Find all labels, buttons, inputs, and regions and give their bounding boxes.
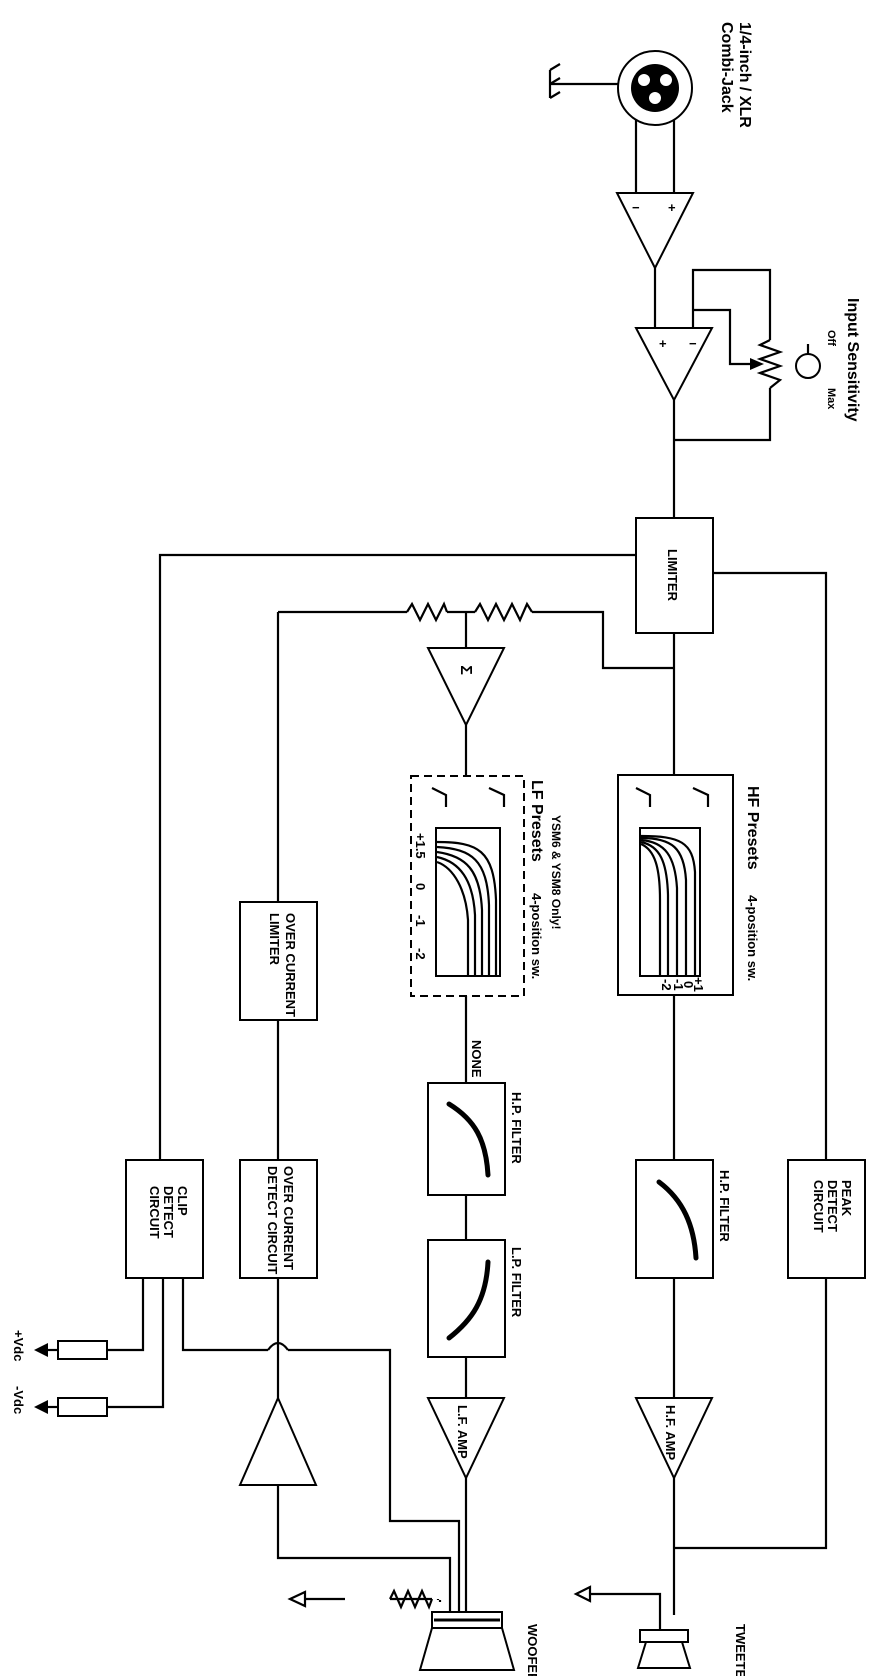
clip-detect-block: CLIPDETECTCIRCUIT xyxy=(125,1159,204,1279)
lf-presets-block xyxy=(410,775,525,997)
tweeter-icon xyxy=(636,1629,692,1669)
svg-text:H.P. FILTER: H.P. FILTER xyxy=(509,1092,524,1164)
none-label: NONE xyxy=(469,1040,484,1078)
lf-value: -2 xyxy=(413,948,428,960)
plus-vdc-label: +Vdc xyxy=(11,1330,26,1361)
plus-vdc-arrow-icon xyxy=(34,1343,48,1357)
lf-hp-filter-block: H.P. FILTER xyxy=(427,1082,524,1196)
input-sensitivity-knob xyxy=(795,344,821,379)
wiring xyxy=(107,82,828,1630)
hf-hp-filter-block: H.P. FILTER xyxy=(635,1159,732,1279)
hf-amp: H.F. AMP xyxy=(634,1397,714,1481)
limiter-block: LIMITER xyxy=(635,517,714,634)
minus-vdc-arrow-icon xyxy=(34,1400,48,1414)
svg-text:+: + xyxy=(659,336,667,351)
lf-switch-label: 4-position sw. xyxy=(529,893,544,979)
hf-presets-title: HF Presets xyxy=(744,786,761,870)
minus-vdc-label: -Vdc xyxy=(11,1386,26,1414)
svg-text:L.F. AMP: L.F. AMP xyxy=(455,1405,470,1459)
woofer-icon xyxy=(418,1600,516,1671)
hf-value: +1 xyxy=(691,977,706,992)
knob-off-label: Off xyxy=(825,330,837,346)
svg-text:−: − xyxy=(689,336,697,351)
over-current-detect-block: OVER CURRENTDETECT CIRCUIT xyxy=(239,1159,318,1279)
lf-preset-values: +1.5 0 -1 -2 xyxy=(413,833,428,960)
lf-presets-title: LF Presets xyxy=(528,780,545,862)
peak-detect-block: PEAKDETECTCIRCUIT xyxy=(787,1159,866,1279)
lp-filter-block: L.P. FILTER xyxy=(427,1239,524,1358)
hf-value: -1 xyxy=(671,979,686,991)
jack-label: 1/4-inch / XLRCombi-Jack xyxy=(718,22,753,128)
svg-text:+: + xyxy=(668,200,676,215)
svg-text:CLIPDETECTCIRCUIT: CLIPDETECTCIRCUIT xyxy=(147,1186,190,1239)
hf-preset-values: +1 0 -1 -2 xyxy=(659,977,706,992)
input-buffer-opamp: − + xyxy=(615,192,695,271)
woofer-ground-arrow-icon xyxy=(287,1590,307,1608)
svg-text:OVER CURRENTLIMITER: OVER CURRENTLIMITER xyxy=(267,913,298,1017)
svg-text:OVER CURRENTDETECT CIRCUIT: OVER CURRENTDETECT CIRCUIT xyxy=(265,1166,296,1274)
svg-text:H.P. FILTER: H.P. FILTER xyxy=(717,1170,732,1242)
over-current-limiter-block: OVER CURRENTLIMITER xyxy=(239,901,318,1021)
gain-opamp: + − xyxy=(634,327,714,403)
lf-note-label: YSM6 & YSM8 Only! xyxy=(549,815,563,929)
hf-value: 0 xyxy=(681,981,696,988)
tweeter-label: TWEETER xyxy=(733,1624,748,1676)
combi-jack xyxy=(617,50,693,126)
input-sensitivity-label: Input Sensitivity xyxy=(844,298,861,422)
hf-presets-block xyxy=(617,774,734,996)
lf-value: -1 xyxy=(413,915,428,927)
lf-value: 0 xyxy=(413,883,428,890)
summing-amp: Σ xyxy=(426,647,506,728)
lf-value: +1.5 xyxy=(413,833,428,859)
resistors xyxy=(389,339,784,1610)
woofer-label: WOOFER xyxy=(525,1624,540,1676)
svg-text:Σ: Σ xyxy=(457,665,474,675)
svg-text:PEAKDETECTCIRCUIT: PEAKDETECTCIRCUIT xyxy=(811,1180,854,1233)
supply-outputs xyxy=(34,1340,108,1417)
ground-symbols xyxy=(287,63,592,1608)
knob-max-label: Max xyxy=(825,388,837,410)
over-current-amp xyxy=(238,1395,318,1486)
hf-value: -2 xyxy=(659,979,674,991)
svg-text:H.F. AMP: H.F. AMP xyxy=(663,1405,678,1460)
lf-amp: L.F. AMP xyxy=(426,1397,506,1481)
svg-text:L.P. FILTER: L.P. FILTER xyxy=(509,1247,524,1318)
tweeter-ground-arrow-icon xyxy=(573,1585,592,1603)
svg-text:−: − xyxy=(632,200,640,215)
svg-text:LIMITER: LIMITER xyxy=(665,549,680,602)
hf-switch-label: 4-position sw. xyxy=(745,895,760,981)
